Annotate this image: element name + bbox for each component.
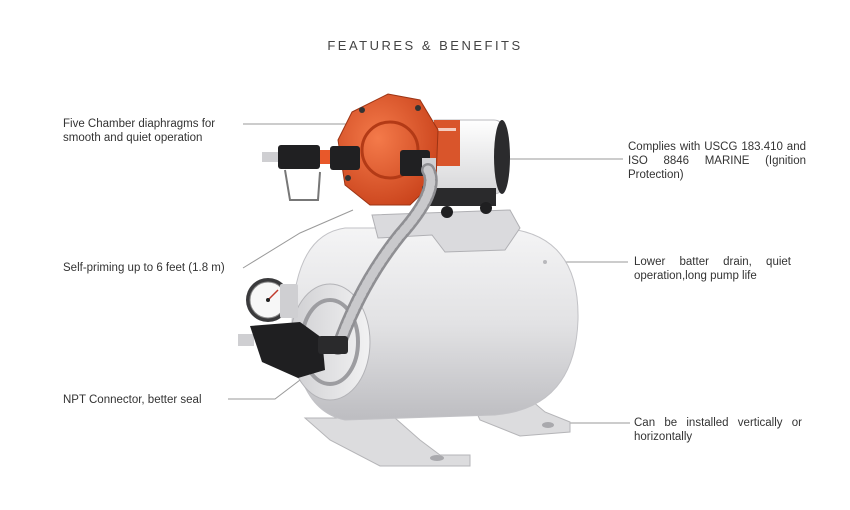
npt-connector xyxy=(238,322,348,378)
callout-npt-connector: NPT Connector, better seal xyxy=(63,394,202,406)
tank-foot-left xyxy=(303,417,471,467)
callout-uscg-compliance: Complies with USCG 183.410 and ISO 8846 … xyxy=(628,141,806,181)
pump-motor xyxy=(425,119,510,218)
callout-self-priming: Self-priming up to 6 feet (1.8 m) xyxy=(63,262,225,274)
callout-installation: Can be installed vertically or horizonta… xyxy=(634,417,802,443)
callout-diaphragm: Five Chamber diaphragms for smooth and q… xyxy=(63,118,216,144)
callout-battery-drain: Lower batter drain, quiet operation,long… xyxy=(634,256,791,282)
pressure-gauge-icon xyxy=(246,278,298,322)
inlet-fitting xyxy=(262,145,360,201)
page-title: FEATURES & BENEFITS xyxy=(327,38,523,53)
pressure-tank xyxy=(289,227,579,421)
braided-hose xyxy=(331,163,438,355)
